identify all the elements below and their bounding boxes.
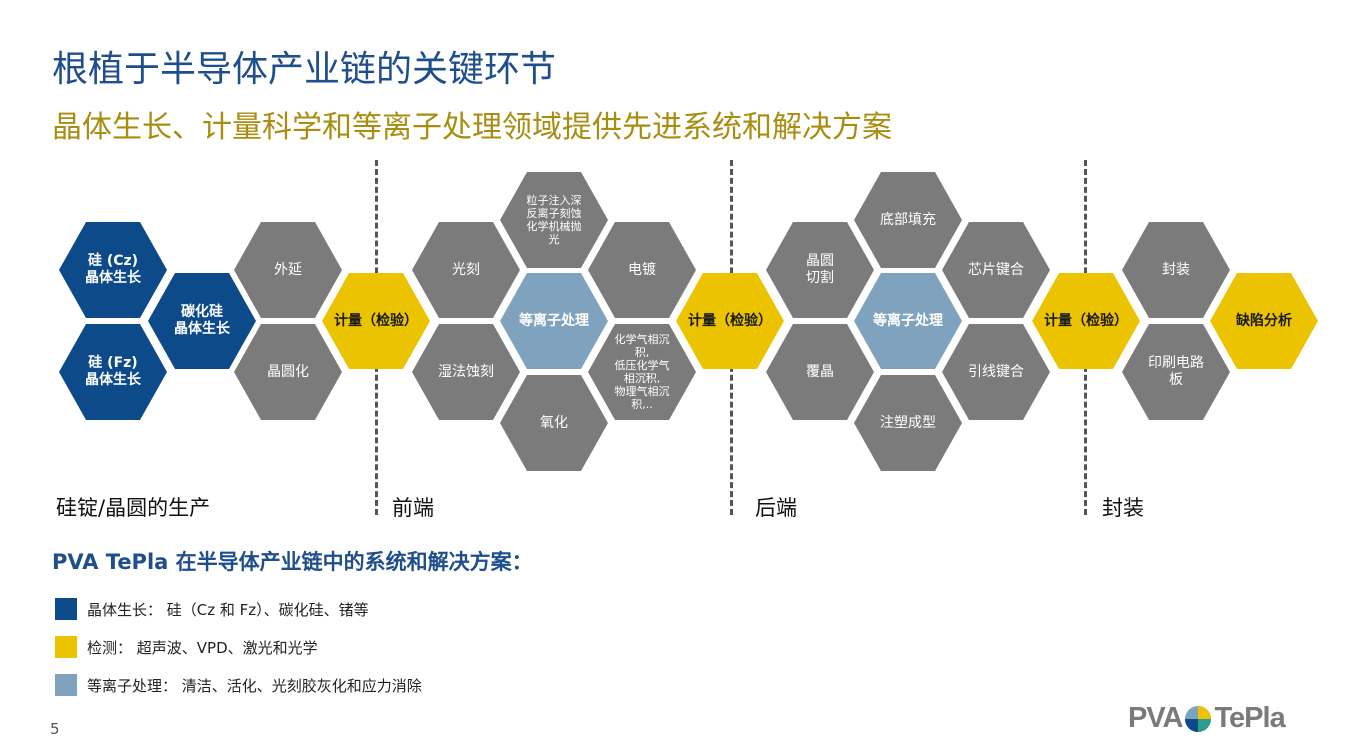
hex-epitaxy: 外延 [234,222,342,318]
section-label-ingot: 硅锭/晶圆的生产 [56,496,211,520]
page-number: 5 [50,720,60,738]
legend-swatch-yellow [55,636,77,658]
section-label-back-end: 后端 [755,496,797,520]
legend-text: 检测： 超声波、VPD、激光和光学 [87,638,318,657]
logo-text-left: PVA [1128,702,1183,734]
hex-deposition: 化学气相沉 积, 低压化学气 相沉积, 物理气相沉 积,.. [588,324,696,420]
legend-swatch-light-blue [55,674,77,696]
legend-swatch-blue [55,598,77,620]
page-title: 根植于半导体产业链的关键环节 [52,49,557,90]
hex-sic-growth: 碳化硅 晶体生长 [148,273,256,369]
hex-plasma-2: 等离子处理 [854,273,962,369]
hex-molding: 注塑成型 [854,375,962,471]
hex-dicing: 晶圆 切割 [766,222,874,318]
hex-ion-implant: 粒子注入深 反离子刻蚀 化学机械抛 光 [500,172,608,268]
hex-defect-analysis: 缺陷分析 [1210,273,1318,369]
globe-icon [1185,705,1212,732]
legend-item-inspection: 检测： 超声波、VPD、激光和光学 [55,636,318,658]
hex-oxidation: 氧化 [500,375,608,471]
hex-metrology-1: 计量（检验） [322,273,430,369]
hex-electroplating: 电镀 [588,222,696,318]
solutions-heading: PVA TePla 在半导体产业链中的系统和解决方案： [52,550,533,574]
legend-text: 晶体生长： 硅（Cz 和 Fz）、碳化硅、锗等 [87,600,369,619]
logo-text-right: TePla [1214,702,1285,734]
hex-si-cz-growth: 硅 (Cz) 晶体生长 [59,222,167,318]
hex-chip-bonding: 芯片键合 [942,222,1050,318]
company-logo: PVA TePla [1128,702,1286,735]
hex-overmold: 覆晶 [766,324,874,420]
hex-packaging: 封装 [1122,222,1230,318]
hex-underfill: 底部填充 [854,172,962,268]
hex-lithography: 光刻 [412,222,520,318]
hex-pcb: 印刷电路 板 [1122,324,1230,420]
legend-item-plasma: 等离子处理： 清洁、活化、光刻胶灰化和应力消除 [55,674,422,696]
hex-wafering: 晶圆化 [234,324,342,420]
page-subtitle: 晶体生长、计量科学和等离子处理领域提供先进系统和解决方案 [52,110,892,145]
legend-item-crystal-growth: 晶体生长： 硅（Cz 和 Fz）、碳化硅、锗等 [55,598,369,620]
legend-text: 等离子处理： 清洁、活化、光刻胶灰化和应力消除 [87,676,422,695]
hex-wire-bonding: 引线键合 [942,324,1050,420]
hex-metrology-2: 计量（检验） [676,273,784,369]
hex-metrology-3: 计量（检验） [1032,273,1140,369]
hex-si-fz-growth: 硅 (Fz) 晶体生长 [59,324,167,420]
section-label-front-end: 前端 [392,496,434,520]
hex-plasma-1: 等离子处理 [500,273,608,369]
section-label-packaging: 封装 [1102,496,1144,520]
hex-wet-etch: 湿法蚀刻 [412,324,520,420]
